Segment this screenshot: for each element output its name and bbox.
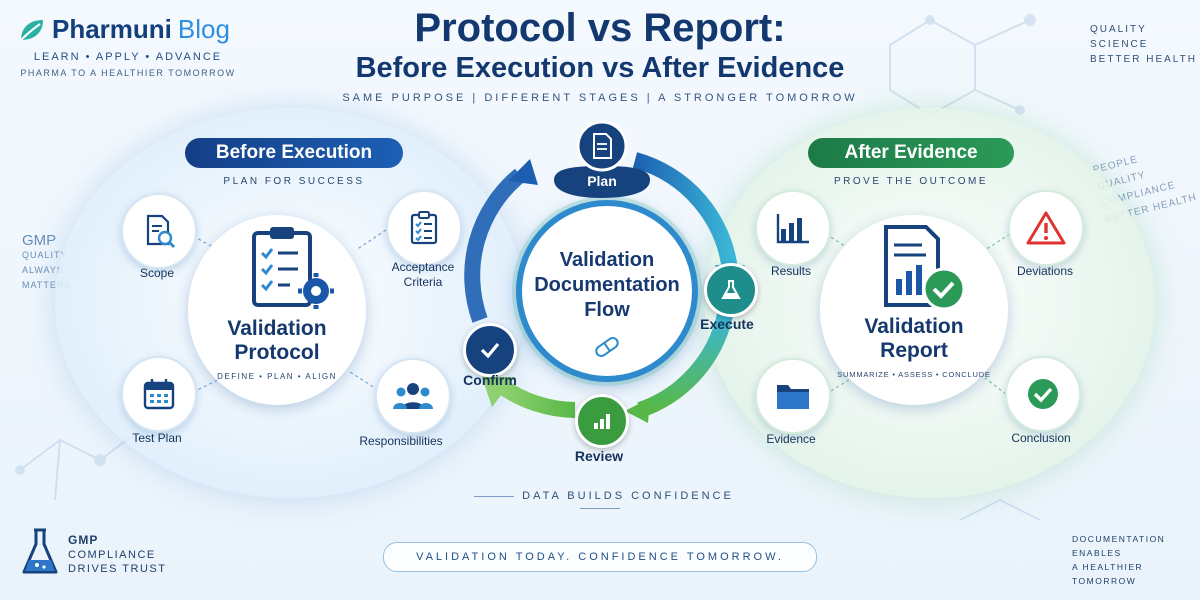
review-label: Review [574, 448, 624, 464]
plan-node[interactable]: Plan [544, 120, 660, 202]
deviations-label: Deviations [1016, 264, 1074, 278]
title-tagline: SAME PURPOSE | DIFFERENT STAGES | A STRO… [342, 92, 858, 104]
plan-node-shape [554, 120, 650, 198]
before-execution-subheading: PLAN FOR SUCCESS [223, 176, 365, 187]
documentation-note-line: A HEALTHIER TOMORROW [1072, 562, 1144, 586]
execute-label: Execute [700, 316, 754, 332]
report-title-line-1: Validation [864, 315, 964, 338]
after-evidence-heading: After Evidence [808, 138, 1014, 168]
warning-triangle-icon [1026, 211, 1066, 245]
results-icon-circle[interactable] [755, 190, 831, 266]
bottom-slogan-pill: VALIDATION TODAY. CONFIDENCE TOMORROW. [383, 542, 817, 572]
acceptance-line-2: Criteria [403, 275, 443, 289]
confirm-node[interactable] [463, 323, 517, 377]
protocol-title: Validation Protocol [178, 317, 376, 365]
top-right-word: QUALITY [1090, 24, 1147, 35]
divider [474, 495, 515, 497]
confirm-label: Confirm [463, 372, 517, 388]
results-label: Results [770, 264, 811, 278]
acceptance-criteria-label: Acceptance Criteria [368, 260, 478, 290]
divider [580, 507, 620, 509]
watermark-line: ALWAYS [22, 265, 64, 275]
documentation-note-line: ENABLES [1072, 548, 1122, 558]
scope-icon-circle[interactable] [121, 193, 197, 269]
brand-subtagline: PHARMA TO A HEALTHIER TOMORROW [20, 68, 236, 78]
validation-protocol-core[interactable]: Validation Protocol DEFINE • PLAN • ALIG… [188, 215, 366, 405]
gmp-note-line: DRIVES TRUST [68, 563, 167, 575]
brand-block: Pharmuni Blog LEARN • APPLY • ADVANCE PH… [18, 14, 258, 78]
report-subtitle: SUMMARIZE • ASSESS • CONCLUDE [837, 370, 991, 379]
validation-flow-core[interactable]: Validation Documentation Flow [516, 200, 698, 382]
bar-chart-icon [776, 214, 809, 244]
gmp-watermark: GMP QUALITY ALWAYS MATTERS [22, 233, 71, 293]
protocol-title-line-2: Protocol [234, 341, 320, 364]
flow-title-line-2: Documentation [534, 274, 680, 296]
gmp-compliance-note: GMP COMPLIANCE DRIVES TRUST [68, 533, 166, 576]
plan-label: Plan [587, 173, 617, 189]
protocol-title-line-1: Validation [227, 317, 327, 340]
folder-icon [777, 385, 809, 409]
clipboard-gear-icon [252, 227, 334, 309]
chart-icon [594, 414, 610, 429]
watermark-line: QUALITY [22, 250, 68, 260]
page-subtitle: Before Execution vs After Evidence [355, 52, 845, 84]
conclusion-label: Conclusion [1011, 431, 1071, 445]
lab-flask-icon [22, 528, 58, 574]
documentation-note-line: DOCUMENTATION [1072, 534, 1166, 544]
watermark-gmp: GMP [22, 232, 57, 249]
responsibilities-label: Responsibilities [359, 434, 443, 448]
report-check-icon [884, 225, 966, 311]
after-evidence-subheading: PROVE THE OUTCOME [834, 176, 988, 187]
data-confidence-line: DATA BUILDS CONFIDENCE [445, 490, 755, 514]
brand-wordmark: Pharmuni [52, 14, 172, 44]
calendar-icon [143, 379, 175, 410]
data-confidence-text: DATA BUILDS CONFIDENCE [522, 490, 734, 502]
flow-title: Validation Documentation Flow [522, 248, 692, 323]
evidence-label: Evidence [766, 432, 816, 446]
gmp-note-line: COMPLIANCE [68, 549, 156, 561]
documentation-note: DOCUMENTATION ENABLES A HEALTHIER TOMORR… [1072, 532, 1200, 588]
gmp-note-title: GMP [68, 533, 99, 547]
scope-label: Scope [139, 266, 175, 280]
people-group-icon [393, 383, 433, 409]
before-execution-heading: Before Execution [185, 138, 403, 168]
report-title: Validation Report [820, 315, 1008, 363]
execute-node[interactable] [704, 263, 758, 317]
brand-blog: Blog [177, 14, 230, 44]
check-circle-icon [1028, 379, 1058, 409]
review-node[interactable] [575, 394, 629, 448]
checklist-icon [410, 211, 438, 245]
flask-icon [721, 280, 741, 299]
document-search-icon [146, 214, 176, 249]
test-plan-icon-circle[interactable] [121, 356, 197, 432]
page-title: Protocol vs Report: [414, 6, 786, 50]
brand-name[interactable]: Pharmuni Blog [18, 14, 258, 45]
protocol-subtitle: DEFINE • PLAN • ALIGN [217, 372, 337, 381]
validation-report-core[interactable]: Validation Report SUMMARIZE • ASSESS • C… [820, 215, 1008, 405]
checkmark-icon [480, 342, 500, 359]
deviations-icon-circle[interactable] [1008, 190, 1084, 266]
flow-title-line-3: Flow [584, 299, 630, 321]
report-title-line-2: Report [880, 339, 948, 362]
capsule-icon [595, 336, 619, 358]
flow-title-line-1: Validation [559, 249, 655, 271]
conclusion-icon-circle[interactable] [1005, 356, 1081, 432]
acceptance-criteria-icon-circle[interactable] [386, 190, 462, 266]
leaf-logo-icon [20, 19, 43, 41]
top-right-word: BETTER HEALTH [1090, 54, 1197, 65]
top-right-word: SCIENCE [1090, 39, 1149, 50]
top-right-words: QUALITY SCIENCE BETTER HEALTH [1090, 22, 1197, 67]
responsibilities-icon-circle[interactable] [375, 358, 451, 434]
evidence-icon-circle[interactable] [755, 358, 831, 434]
brand-tagline: LEARN • APPLY • ADVANCE [33, 51, 223, 63]
test-plan-label: Test Plan [132, 431, 182, 445]
acceptance-line-1: Acceptance [391, 260, 455, 274]
watermark-line: MATTERS [22, 280, 72, 290]
